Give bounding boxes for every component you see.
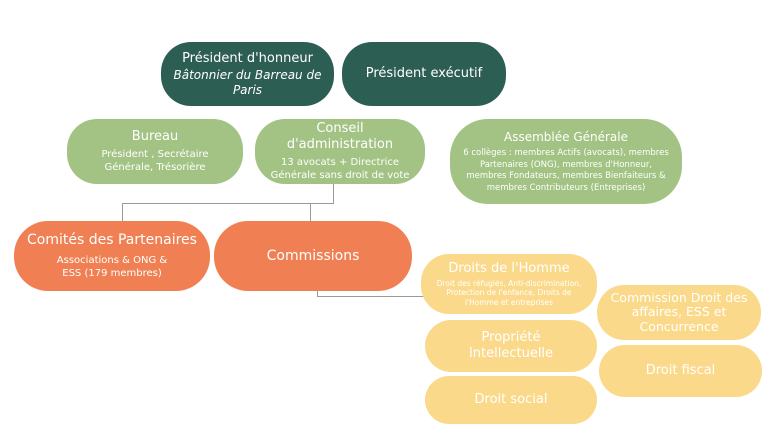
- bureau-title: Bureau: [131, 129, 179, 144]
- propriete-title: Propriété Intellectuelle: [468, 330, 554, 361]
- conseil-detail: 13 avocats + Directrice Générale sans dr…: [270, 157, 410, 181]
- president-honneur-title: Président d'honneur: [182, 50, 313, 66]
- commissions-box: Commissions: [214, 221, 412, 291]
- droit-social-box: Droit social: [425, 376, 597, 424]
- connector-to-droits-homme: [317, 296, 430, 297]
- connector-horizontal: [122, 203, 334, 204]
- droit-fiscal-box: Droit fiscal: [599, 345, 762, 397]
- president-executif-box: Président exécutif: [342, 42, 506, 106]
- comites-detail: Associations & ONG & ESS (179 membres): [56, 255, 168, 279]
- droits-homme-title: Droits de l'Homme: [448, 260, 570, 276]
- president-executif-title: Président exécutif: [365, 66, 483, 81]
- president-honneur-box: Président d'honneur Bâtonnier du Barreau…: [161, 42, 334, 106]
- droits-homme-detail: Droit des réfugiés, Anti-discrimination,…: [436, 278, 582, 307]
- assemblee-title: Assemblée Générale: [504, 130, 628, 144]
- conseil-box: Conseil d'administration 13 avocats + Di…: [255, 119, 425, 184]
- connector-commissions-drop: [310, 203, 311, 221]
- droit-fiscal-title: Droit fiscal: [645, 363, 716, 378]
- comites-box: Comités des Partenaires Associations & O…: [14, 221, 210, 291]
- assemblee-box: Assemblée Générale 6 collèges : membres …: [450, 119, 682, 204]
- connector-commissions-down: [317, 290, 318, 297]
- connector-conseil-down: [333, 178, 334, 204]
- affaires-box: Commission Droit des affaires, ESS et Co…: [597, 285, 761, 340]
- affaires-title: Commission Droit des affaires, ESS et Co…: [610, 289, 748, 334]
- propriete-box: Propriété Intellectuelle: [425, 320, 597, 372]
- bureau-detail: Président , Secrétaire Générale, Trésori…: [101, 149, 209, 173]
- conseil-title: Conseil d'administration: [286, 121, 394, 152]
- droit-social-title: Droit social: [474, 392, 548, 407]
- connector-comites-drop: [122, 203, 123, 221]
- president-honneur-subtitle: Bâtonnier du Barreau de Paris: [173, 67, 322, 97]
- assemblee-detail: 6 collèges : membres Actifs (avocats), m…: [463, 148, 669, 193]
- comites-title: Comités des Partenaires: [27, 232, 197, 248]
- droits-homme-box: Droits de l'Homme Droit des réfugiés, An…: [421, 254, 597, 314]
- bureau-box: Bureau Président , Secrétaire Générale, …: [67, 119, 243, 184]
- commissions-title: Commissions: [266, 247, 360, 264]
